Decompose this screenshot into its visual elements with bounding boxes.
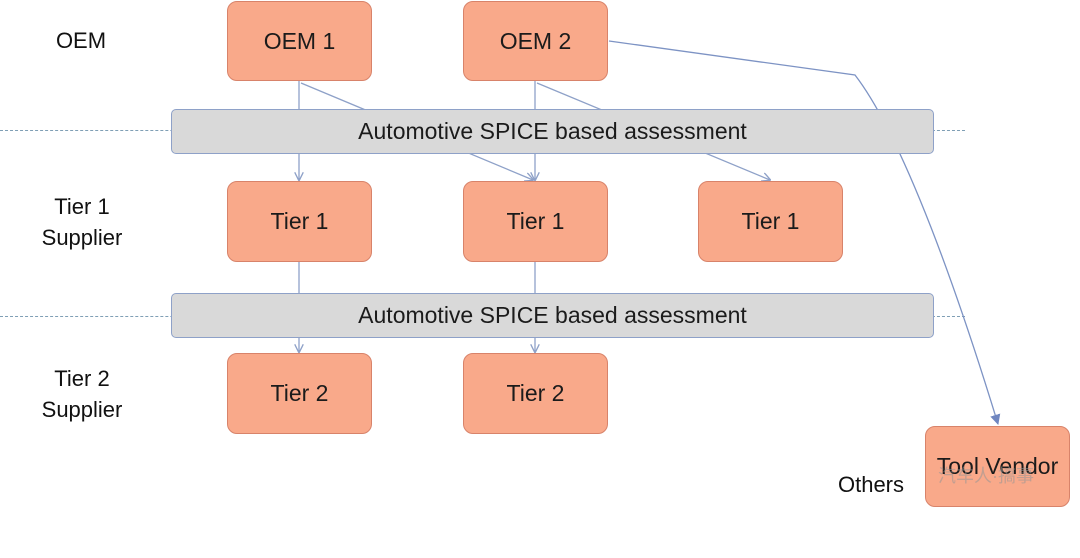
row-label-others: Others [825,469,917,500]
row-label-tier2: Tier 2 Supplier [22,363,142,425]
assessment-band-bottom-label: Automotive SPICE based assessment [358,302,747,328]
row-label-others-text: Others [837,472,905,497]
node-tier2-a[interactable]: Tier 2 [227,353,372,434]
node-tier1-b-label: Tier 1 [506,208,565,234]
row-label-tier2-line1: Tier 2 [54,366,110,391]
assessment-band-top: Automotive SPICE based assessment [171,109,934,154]
row-label-oem-text: OEM [55,28,107,53]
node-oem-1[interactable]: OEM 1 [227,1,372,81]
node-tier1-c-label: Tier 1 [741,208,800,234]
node-tool-vendor-label: Tool Vendor [936,453,1059,479]
node-oem-2-label: OEM 2 [499,27,572,54]
node-tier1-a-label: Tier 1 [270,208,329,234]
node-tier2-b-label: Tier 2 [506,380,565,406]
watermark: 汽车人·搞事 [938,466,1034,486]
node-tier1-c[interactable]: Tier 1 [698,181,843,262]
row-label-tier2-line2: Supplier [41,397,123,422]
row-label-oem: OEM [30,25,132,56]
node-oem-1-label: OEM 1 [263,27,336,54]
node-tier1-b[interactable]: Tier 1 [463,181,608,262]
node-tier2-b[interactable]: Tier 2 [463,353,608,434]
node-tier2-a-label: Tier 2 [270,380,329,406]
assessment-band-top-label: Automotive SPICE based assessment [358,118,747,144]
node-tool-vendor[interactable]: Tool Vendor [925,426,1070,507]
row-label-tier1-line1: Tier 1 [54,194,110,219]
row-label-tier1: Tier 1 Supplier [22,191,142,253]
row-label-tier1-line2: Supplier [41,225,123,250]
connector-oem2-toolvendor [608,40,1001,425]
node-tier1-a[interactable]: Tier 1 [227,181,372,262]
assessment-band-bottom: Automotive SPICE based assessment [171,293,934,338]
node-oem-2[interactable]: OEM 2 [463,1,608,81]
